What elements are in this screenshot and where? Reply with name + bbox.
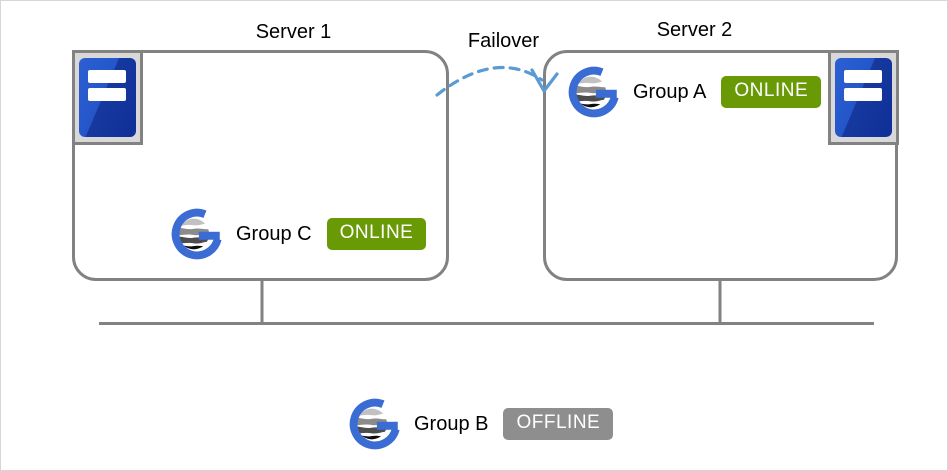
group-row-a: Group A ONLINE — [568, 66, 822, 118]
failover-arrow-arc — [435, 65, 544, 97]
status-badge: OFFLINE — [503, 408, 614, 440]
failover-label: Failover — [467, 30, 540, 52]
cluster-group-icon — [171, 208, 222, 260]
cluster-group-icon — [568, 66, 619, 118]
group-name: Group B — [414, 412, 489, 435]
server-tower-icon — [835, 58, 892, 137]
server2-icon-frame — [828, 50, 899, 145]
group-row-b: Group B OFFLINE — [349, 398, 614, 450]
group-name: Group C — [236, 222, 312, 245]
cluster-group-icon — [349, 398, 400, 450]
server-slot-bar — [88, 88, 126, 101]
server2-title: Server 2 — [656, 19, 733, 41]
server-slot-bar — [844, 88, 882, 101]
group-row-c: Group C ONLINE — [171, 208, 427, 260]
server1-icon-frame — [72, 50, 143, 145]
server1-title: Server 1 — [255, 21, 332, 43]
server-tower-icon — [79, 58, 136, 137]
status-badge: ONLINE — [326, 218, 427, 250]
server-slot-bar — [88, 70, 126, 83]
group-name: Group A — [633, 80, 707, 103]
status-badge: ONLINE — [721, 76, 822, 108]
server-slot-bar — [844, 70, 882, 83]
